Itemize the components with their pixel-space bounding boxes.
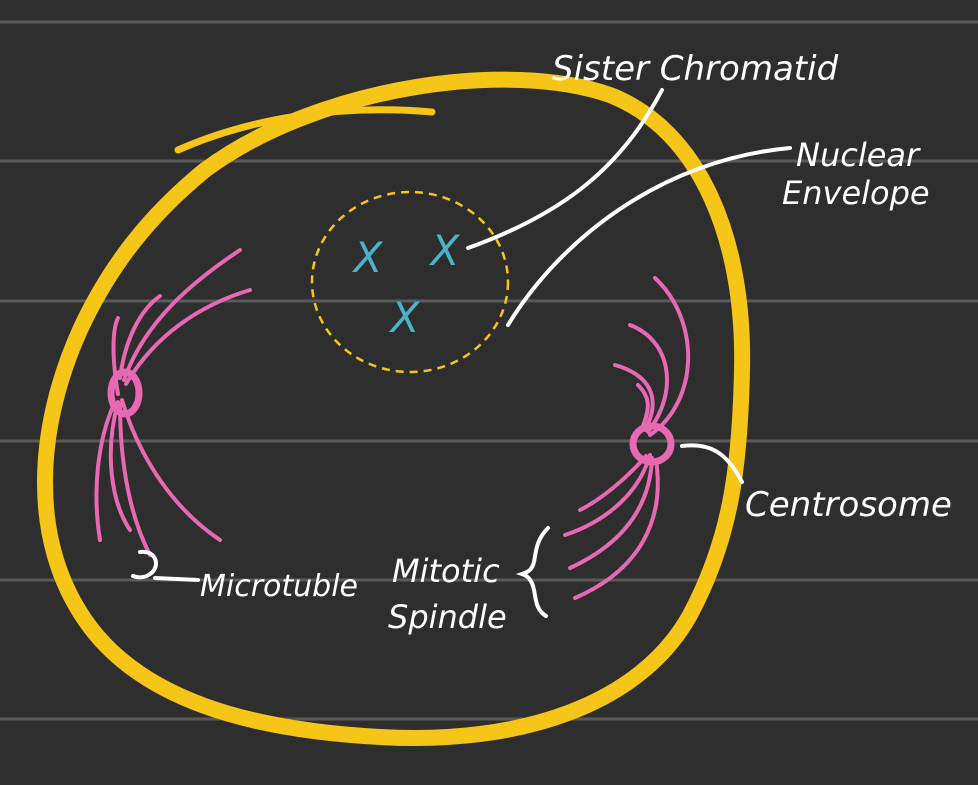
microtubule — [613, 363, 655, 432]
microtubule — [111, 316, 120, 396]
label-mitotic-line1: Mitotic — [392, 552, 500, 590]
nuclear-envelope — [310, 190, 510, 374]
leader-lines — [131, 88, 792, 618]
microtubule — [122, 248, 242, 382]
right-centrosome — [629, 422, 675, 466]
label-sister-chromatid: Sister Chromatid — [552, 49, 839, 89]
label-nuclear-envelope-line2: Envelope — [782, 174, 930, 212]
nuclear-envelope-leader — [506, 146, 792, 327]
label-nuclear-envelope-line1: Nuclear — [796, 136, 921, 174]
microtubule — [108, 400, 132, 532]
mitotic-spindle-brace — [515, 526, 550, 618]
label-microtuble: Microtuble — [200, 569, 358, 604]
microtubule — [94, 402, 116, 542]
microtubule — [563, 453, 652, 537]
centrosome-leader — [680, 443, 744, 484]
label-mitotic-line2: Spindle — [388, 598, 507, 636]
microtubule — [636, 383, 650, 430]
microtubule — [124, 288, 252, 386]
chromatid: X — [389, 293, 421, 342]
chromatid: X — [352, 233, 384, 282]
sister-chromatids: X X X — [352, 226, 461, 342]
labels: Sister Chromatid Nuclear Envelope Centro… — [200, 49, 952, 636]
microtubule — [120, 398, 222, 542]
chromatid: X — [429, 226, 461, 275]
cell-membrane — [37, 71, 751, 746]
label-centrosome: Centrosome — [745, 485, 952, 525]
right-mitotic-spindle — [563, 276, 691, 600]
microtubule — [573, 458, 660, 600]
microtubule — [568, 456, 654, 570]
microtubule — [118, 294, 162, 380]
sister-chromatid-leader — [466, 88, 664, 250]
microtubule — [578, 454, 648, 512]
microtubule — [628, 323, 669, 434]
microtubule — [118, 402, 152, 557]
left-mitotic-spindle — [94, 248, 252, 557]
left-centrosome — [107, 368, 143, 418]
microtuble-leader — [131, 549, 200, 582]
microtubule — [648, 276, 691, 437]
cell-membrane-overlap-stroke — [174, 106, 436, 154]
